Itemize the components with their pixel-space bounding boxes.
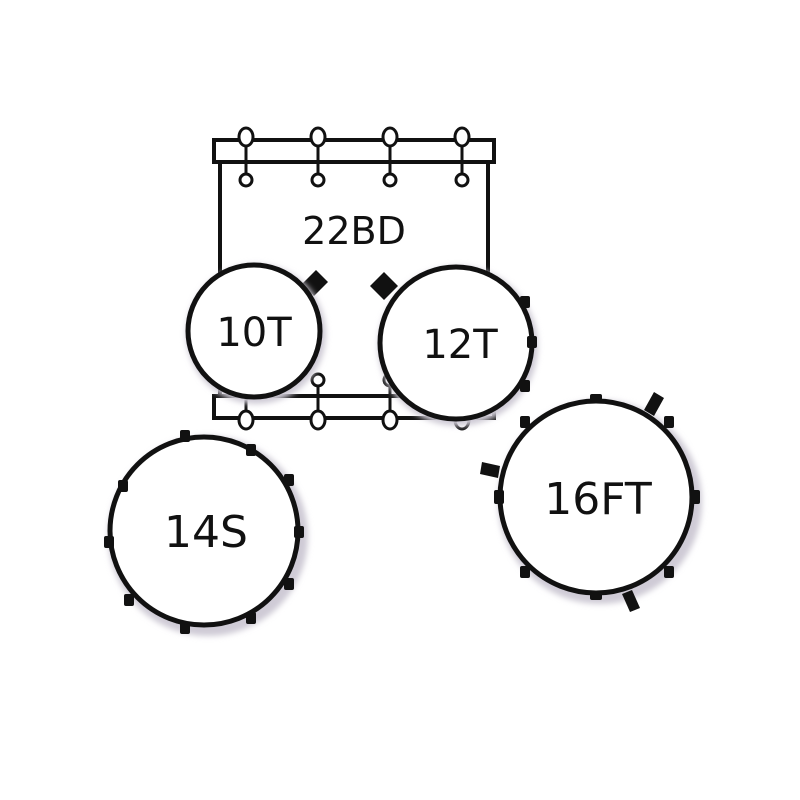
floor-tom-leg (480, 462, 500, 478)
snare-label: 14S (164, 507, 248, 558)
tension-lug (237, 126, 255, 188)
tom-12-lugs (520, 296, 537, 392)
snare-drum: 14S (104, 430, 308, 636)
tom-10-head (185, 262, 323, 400)
floor-tom: 16FT (480, 392, 702, 612)
tom-12: 12T (377, 264, 538, 426)
tension-lug (309, 372, 327, 431)
tension-lug (309, 126, 327, 188)
bass-drum-label: 22BD (302, 209, 406, 253)
floor-tom-legs (480, 392, 664, 612)
bass-drum-top-lugs (237, 126, 471, 188)
tom-10-label: 10T (216, 310, 292, 356)
tension-lug (453, 126, 471, 188)
tension-lug (381, 126, 399, 188)
tom-10: 10T (185, 262, 326, 404)
floor-tom-label: 16FT (544, 474, 652, 525)
bass-drum-top-hoop (212, 138, 496, 164)
tom-mount-right (370, 272, 398, 300)
snare-lugs (104, 430, 304, 634)
floor-tom-leg (622, 590, 640, 612)
tom-12-label: 12T (422, 322, 498, 368)
floor-tom-leg (644, 392, 664, 416)
floor-tom-lugs (494, 394, 700, 600)
